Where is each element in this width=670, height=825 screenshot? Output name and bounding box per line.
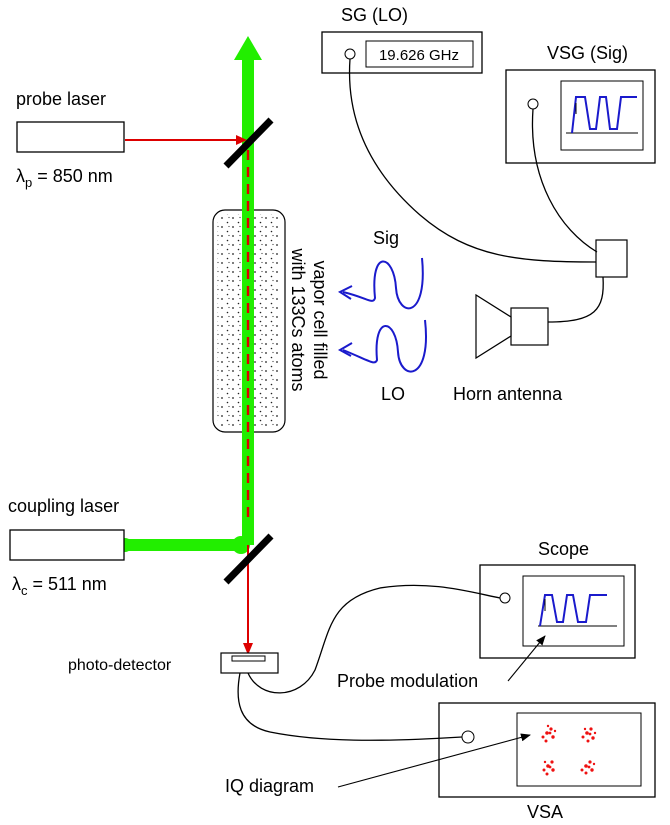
sg-output-port <box>344 48 356 60</box>
vsa-display <box>516 712 642 787</box>
cable-combiner-to-horn <box>547 276 604 323</box>
photo-detector-window <box>231 655 266 662</box>
probe-modulation-label: Probe modulation <box>337 671 478 691</box>
iq-diagram-label: IQ diagram <box>225 776 314 796</box>
iq-cluster-bottom-right <box>580 760 596 775</box>
horn-antenna-label: Horn antenna <box>453 384 563 404</box>
sg-display <box>365 40 474 68</box>
vsa-input-port <box>461 730 475 744</box>
vapor-cell-label: vapor cell filled with 133Cs atoms <box>288 247 330 391</box>
scope-display <box>522 575 625 647</box>
probe-beam-arrowhead-right <box>236 135 247 145</box>
vsg-waveform <box>571 96 637 134</box>
vsg-output-port <box>527 98 539 110</box>
cable-vsg-to-combiner <box>531 108 598 253</box>
svg-text:with 133Cs atoms: with 133Cs atoms <box>288 247 308 391</box>
cable-detector-to-vsa <box>237 672 463 741</box>
iq-cluster-top-left <box>541 724 557 743</box>
horn-antenna-icon <box>475 293 512 360</box>
scope-title: Scope <box>538 539 589 559</box>
beam-splitter-top <box>223 117 274 169</box>
coupling-laser-box <box>9 529 125 561</box>
svg-text:vapor cell filled: vapor cell filled <box>310 260 330 379</box>
sg-title: SG (LO) <box>341 5 408 25</box>
lambda-p-label: λp = 850 nm <box>16 166 113 190</box>
probe-laser-box <box>16 121 125 153</box>
vsa-title: VSA <box>527 802 563 822</box>
cable-sg-to-combiner <box>348 58 597 263</box>
iq-cluster-top-right <box>581 727 597 743</box>
scope-input-port <box>499 592 511 604</box>
cable-detector-to-scope <box>247 584 501 694</box>
horn-feed <box>510 307 549 346</box>
sig-label: Sig <box>373 228 399 248</box>
beam-splitter-bottom <box>223 533 274 585</box>
sg-frequency: 19.626 GHz <box>379 47 459 64</box>
sig-wave-arrowhead <box>337 285 353 300</box>
lambda-c-label: λc = 511 nm <box>12 574 107 598</box>
lo-label: LO <box>381 384 405 404</box>
coupling-laser-label: coupling laser <box>8 496 119 516</box>
lo-wave-arrowhead <box>337 342 353 357</box>
scope-waveform <box>539 594 607 627</box>
iq-diagram-pointer <box>337 733 531 788</box>
coupling-beam-arrowhead <box>234 36 262 60</box>
photo-detector-label: photo-detector <box>68 657 172 674</box>
probe-laser-label: probe laser <box>16 89 106 109</box>
lo-wave <box>342 319 427 373</box>
sig-wave <box>342 257 424 310</box>
probe-beam-arrowhead-down <box>243 643 253 655</box>
iq-constellation <box>541 724 597 776</box>
coupling-beam-joint <box>232 536 250 554</box>
iq-cluster-bottom-left <box>542 760 555 776</box>
rf-combiner <box>595 239 628 278</box>
probe-modulation-pointer <box>507 635 546 682</box>
vsg-title: VSG (Sig) <box>547 43 628 63</box>
